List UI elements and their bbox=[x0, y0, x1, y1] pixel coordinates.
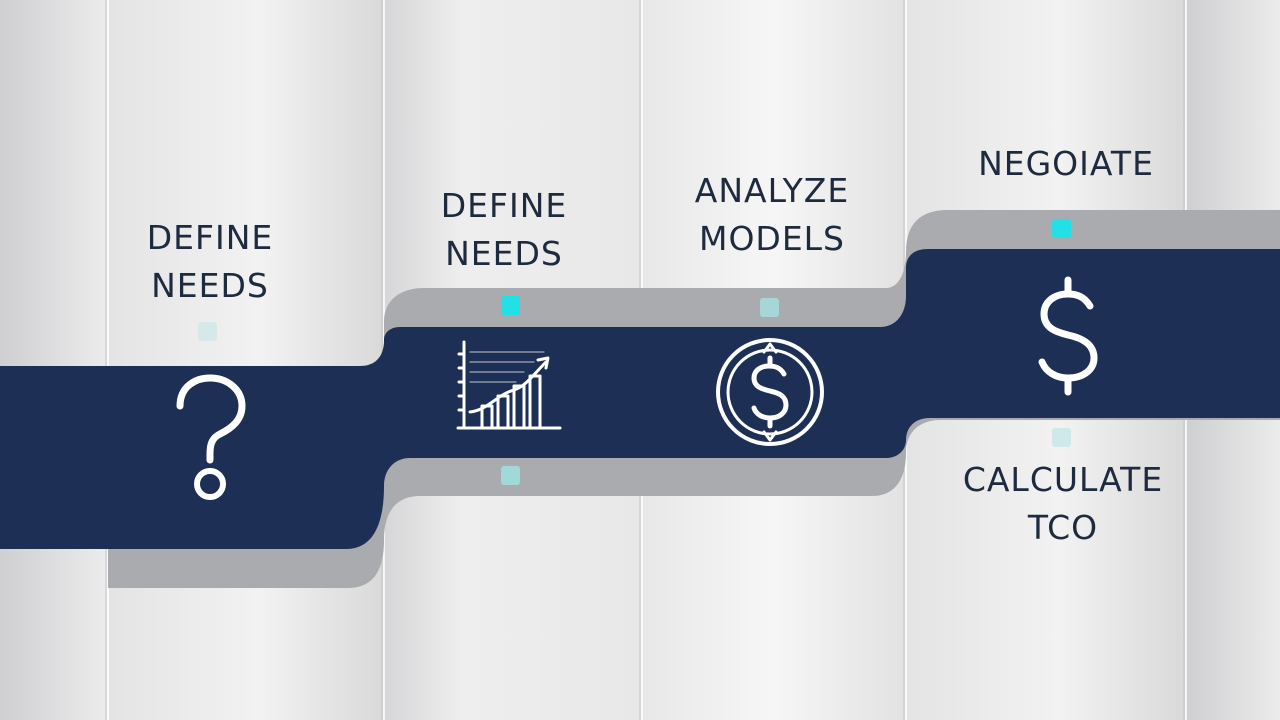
step-2-top-marker bbox=[501, 296, 520, 315]
step-5-label-line-2: TCO bbox=[1027, 508, 1099, 547]
step-1-label-line-1: DEFINE bbox=[146, 218, 274, 257]
step-2-label: DEFINE NEEDS bbox=[414, 182, 594, 278]
step-3-label-line-2: MODELS bbox=[698, 219, 846, 258]
dollar-sign-icon bbox=[1038, 276, 1098, 396]
question-mark-icon bbox=[176, 374, 246, 500]
step-1-marker bbox=[198, 322, 217, 341]
panel-1 bbox=[108, 0, 384, 720]
ribbon-band bbox=[0, 249, 1280, 549]
step-3-label: ANALYZE MODELS bbox=[672, 167, 872, 263]
growth-chart-icon bbox=[456, 340, 562, 430]
step-4-marker bbox=[1052, 219, 1071, 238]
step-4-label-line-1: NEGOIATE bbox=[978, 144, 1154, 183]
step-1-label-line-2: NEEDS bbox=[151, 266, 269, 305]
panel-edge-left bbox=[0, 0, 108, 720]
step-5-marker bbox=[1052, 428, 1071, 447]
step-4-label: NEGOIATE bbox=[956, 140, 1176, 188]
step-2-label-line-1: DEFINE bbox=[440, 186, 568, 225]
step-2-label-line-2: NEEDS bbox=[445, 234, 563, 273]
step-3-marker bbox=[760, 298, 779, 317]
step-2-bottom-marker bbox=[501, 466, 520, 485]
dollar-coin-icon bbox=[716, 338, 824, 446]
step-3-label-line-1: ANALYZE bbox=[694, 171, 850, 210]
step-5-label-line-1: CALCULATE bbox=[962, 460, 1164, 499]
step-1-label: DEFINE NEEDS bbox=[120, 214, 300, 310]
step-5-label: CALCULATE TCO bbox=[948, 456, 1178, 552]
